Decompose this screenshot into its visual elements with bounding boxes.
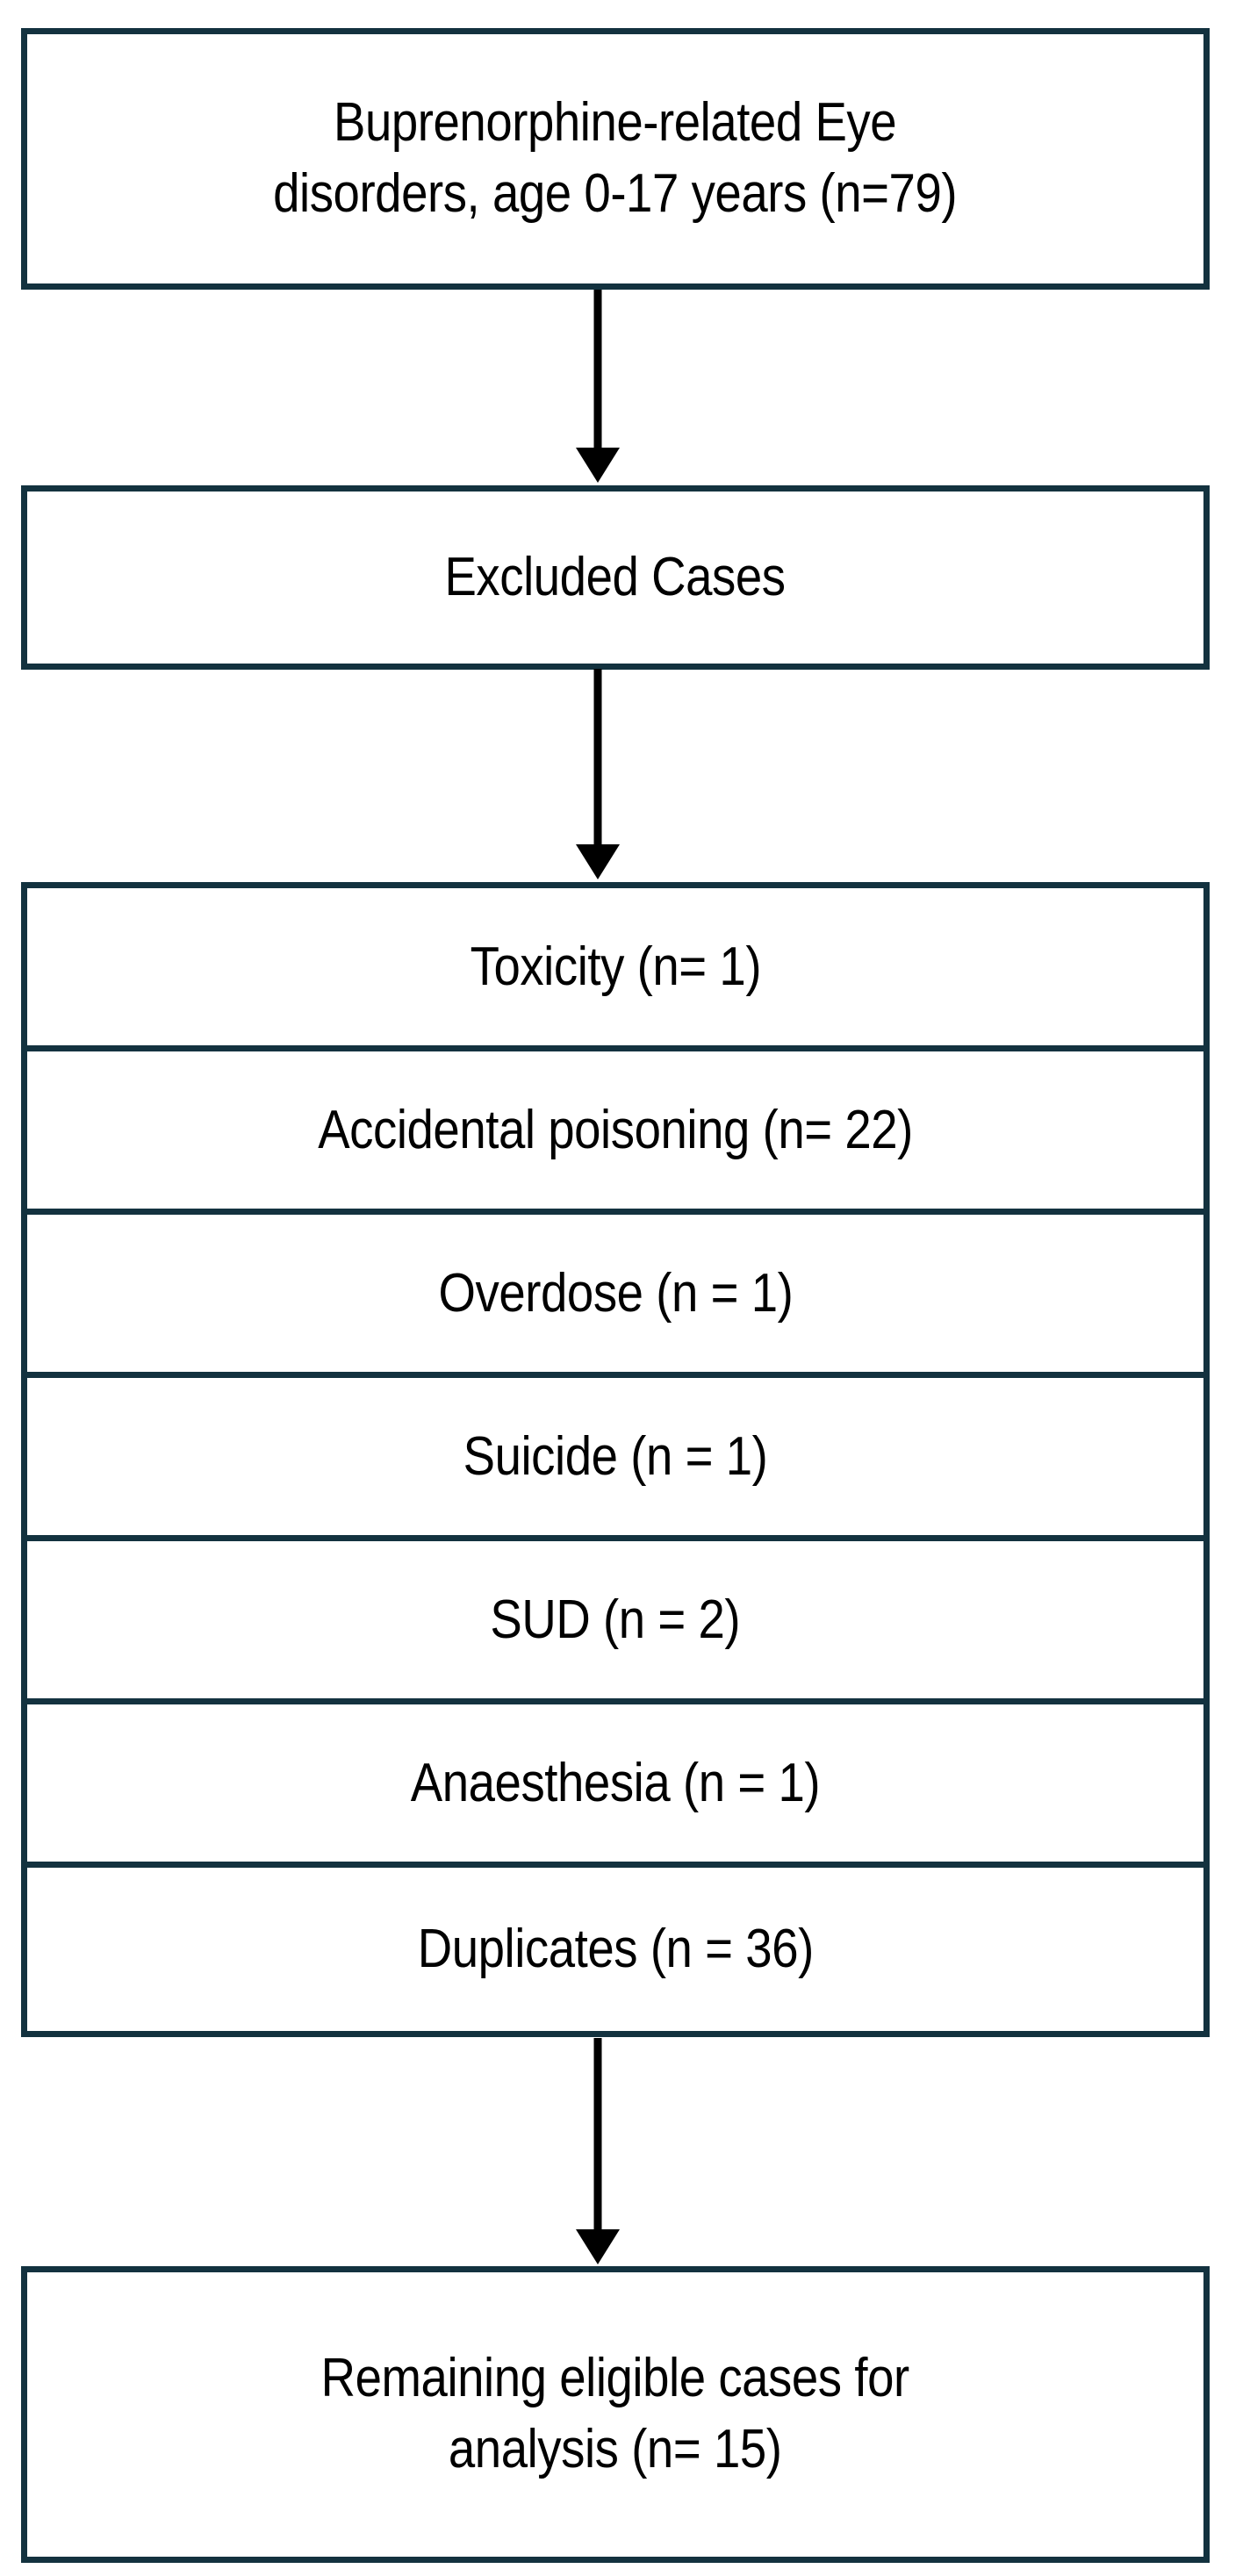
exclusion-row-label: Accidental poisoning (n= 22): [318, 1099, 913, 1160]
exclusion-row-sud: SUD (n = 2): [27, 1541, 1203, 1704]
exclusion-row-label: Toxicity (n= 1): [470, 936, 761, 997]
node-excluded-cases: Excluded Cases: [21, 485, 1210, 670]
exclusion-row-toxicity: Toxicity (n= 1): [27, 888, 1203, 1051]
exclusion-row-label: Overdose (n = 1): [438, 1262, 793, 1324]
node-remaining-eligible-cases: Remaining eligible cases for analysis (n…: [21, 2266, 1210, 2563]
node-source-population-label: Buprenorphine-related Eye disorders, age…: [273, 92, 958, 224]
exclusion-row-duplicates: Duplicates (n = 36): [27, 1868, 1203, 2031]
exclusion-row-label: Duplicates (n = 36): [417, 1919, 814, 1980]
arrow-excluded-to-list: [0, 667, 1250, 885]
exclusion-row-accidental-poisoning: Accidental poisoning (n= 22): [27, 1051, 1203, 1215]
arrow-source-to-excluded: [0, 288, 1250, 488]
exclusion-row-overdose: Overdose (n = 1): [27, 1215, 1203, 1378]
node-remaining-eligible-cases-label: Remaining eligible cases for analysis (n…: [320, 2348, 910, 2479]
exclusion-row-label: Anaesthesia (n = 1): [410, 1752, 821, 1813]
exclusion-row-suicide: Suicide (n = 1): [27, 1378, 1203, 1541]
exclusion-row-label: SUD (n = 2): [490, 1589, 741, 1650]
node-excluded-cases-label: Excluded Cases: [444, 546, 787, 607]
exclusion-reason-list: Toxicity (n= 1) Accidental poisoning (n=…: [21, 882, 1210, 2037]
exclusion-row-anaesthesia: Anaesthesia (n = 1): [27, 1704, 1203, 1868]
node-source-population: Buprenorphine-related Eye disorders, age…: [21, 28, 1210, 290]
exclusion-row-label: Suicide (n = 1): [463, 1425, 768, 1487]
arrow-list-to-final: [0, 2034, 1250, 2270]
